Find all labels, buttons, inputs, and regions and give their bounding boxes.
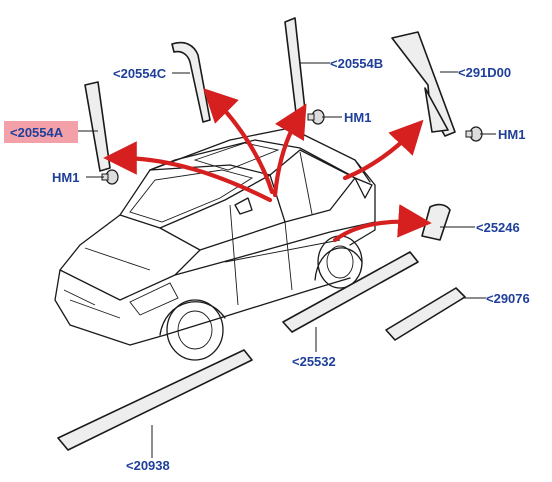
arrow-to-wheel-arch bbox=[332, 204, 432, 243]
wheel-arch-part bbox=[421, 203, 451, 241]
label-20554c: <20554C bbox=[113, 66, 167, 81]
label-25246: <25246 bbox=[476, 220, 520, 235]
label-hm1-left: HM1 bbox=[52, 170, 79, 185]
clip-c-icon bbox=[465, 126, 483, 142]
label-hm1-c: HM1 bbox=[498, 127, 525, 142]
label-20554a: <20554A bbox=[10, 125, 64, 140]
label-20938: <20938 bbox=[126, 458, 170, 473]
label-25532: <25532 bbox=[292, 354, 336, 369]
clip-left-icon bbox=[101, 169, 119, 185]
front-door-molding-part bbox=[57, 349, 253, 451]
rear-door-molding-part bbox=[282, 251, 419, 333]
label-291d00: <291D00 bbox=[458, 65, 511, 80]
a-pillar-trim-part bbox=[84, 81, 111, 172]
arrow-to-b-pillar bbox=[272, 103, 307, 198]
arrow-to-a-pillar bbox=[103, 141, 273, 203]
clip-b-icon bbox=[307, 109, 325, 125]
label-20554b: <20554B bbox=[330, 56, 383, 71]
c-pillar-insert-part bbox=[424, 87, 449, 133]
a-pillar-upper-trim-part bbox=[171, 41, 211, 123]
label-hm1-b: HM1 bbox=[344, 110, 371, 125]
rear-molding-part bbox=[385, 287, 466, 341]
label-29076: <29076 bbox=[486, 291, 530, 306]
b-pillar-trim-part bbox=[284, 17, 306, 114]
arrow-to-c-pillar bbox=[342, 119, 424, 181]
arrow-to-a-pillar-upper bbox=[203, 88, 275, 195]
highlight-box bbox=[4, 121, 78, 143]
c-pillar-trim-part bbox=[391, 31, 456, 137]
car-body bbox=[54, 127, 376, 361]
